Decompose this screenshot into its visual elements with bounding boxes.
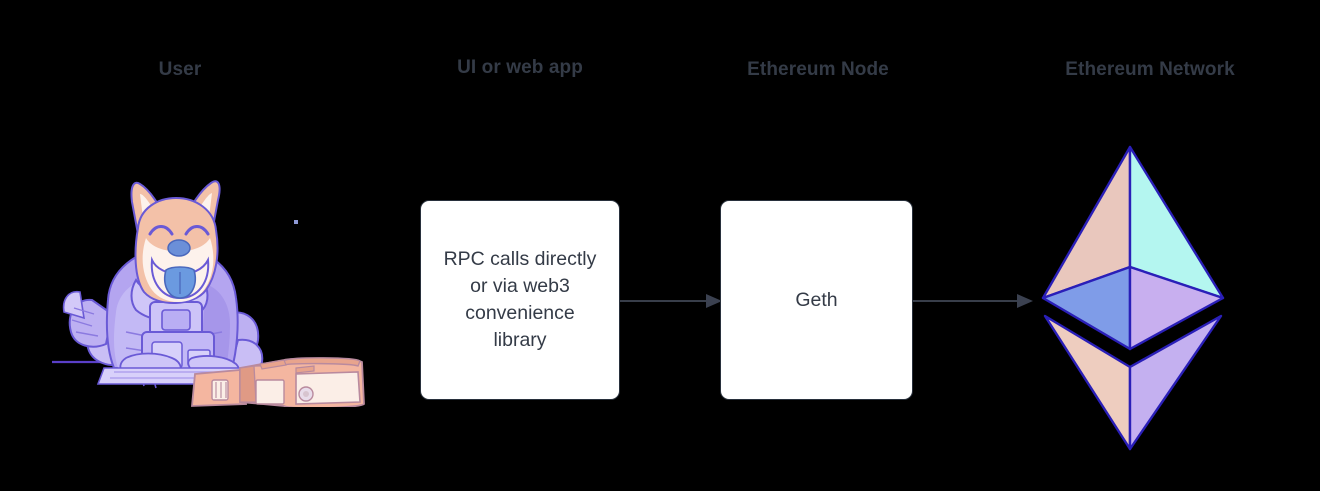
doge-left-eye bbox=[148, 225, 174, 236]
doge-right-eye bbox=[184, 225, 210, 236]
eth-mid-right-face bbox=[1128, 265, 1225, 351]
column-header-user: User bbox=[158, 59, 202, 80]
doge-astronaut-illustration bbox=[40, 172, 375, 410]
column-header-ui-or-web-app: UI or web app bbox=[457, 57, 583, 78]
monitor-left-face bbox=[239, 365, 257, 403]
node-box-geth-label: Geth bbox=[795, 288, 838, 311]
doge-nose bbox=[167, 239, 191, 257]
column-header-ethereum-node: Ethereum Node bbox=[747, 59, 889, 80]
ethereum-logo bbox=[1038, 143, 1228, 453]
column-header-ethereum-network: Ethereum Network bbox=[1065, 59, 1235, 80]
node-box-rpc-label: RPC calls directly or via web3 convenien… bbox=[443, 248, 597, 351]
screen-panel-small bbox=[255, 379, 285, 405]
connector-rpc-to-geth bbox=[618, 290, 724, 312]
monitor-vent bbox=[295, 365, 315, 374]
connector-geth-to-network bbox=[911, 290, 1035, 312]
connector-arrowhead bbox=[706, 294, 722, 308]
artifact-dot bbox=[294, 220, 298, 224]
node-box-rpc[interactable]: RPC calls directly or via web3 convenien… bbox=[420, 200, 620, 400]
eth-bottom-right-face bbox=[1128, 314, 1223, 451]
suit-shoulder-pad bbox=[62, 290, 85, 320]
node-box-geth[interactable]: Geth bbox=[720, 200, 913, 400]
connector-arrowhead bbox=[1017, 294, 1033, 308]
